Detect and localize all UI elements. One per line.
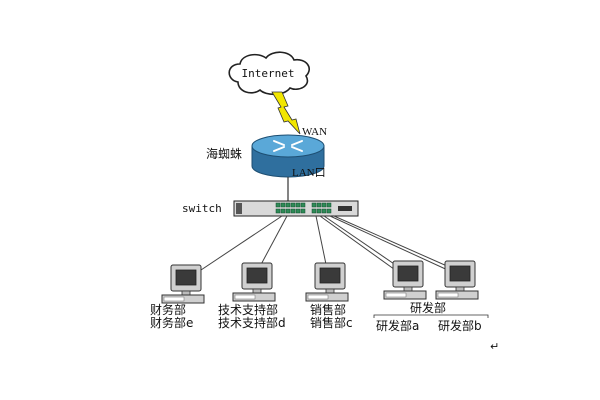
support-label-1: 技术支持部 bbox=[218, 302, 278, 317]
computer-support-icon bbox=[232, 262, 276, 302]
finance-label-1: 财务部 bbox=[150, 302, 186, 317]
lan-label: LAN口 bbox=[292, 167, 326, 179]
rd-group-bracket bbox=[373, 314, 489, 318]
router-name: 海蜘蛛 bbox=[206, 146, 242, 161]
switch-label: switch bbox=[182, 202, 222, 215]
link-rd-b bbox=[329, 215, 453, 273]
computer-rd-b-icon bbox=[435, 260, 479, 300]
internet-label: Internet bbox=[242, 67, 295, 80]
router-top bbox=[251, 134, 325, 158]
rd-a-label: 研发部a bbox=[376, 318, 419, 333]
sales-label-1: 销售部 bbox=[310, 302, 346, 317]
router: 海蜘蛛 bbox=[206, 134, 325, 178]
computer-sales-icon bbox=[305, 262, 349, 302]
support-label-2: 技术支持部d bbox=[218, 315, 286, 330]
router-arrows-icon bbox=[273, 140, 303, 152]
computer-finance-icon bbox=[161, 264, 205, 304]
switch: switch bbox=[182, 200, 359, 217]
switch-ports bbox=[275, 202, 332, 214]
cloud-shape bbox=[228, 51, 310, 96]
wan-label: WAN bbox=[302, 126, 327, 138]
rd-b-label: 研发部b bbox=[438, 318, 482, 333]
link-finance bbox=[191, 215, 283, 277]
internet-cloud: Internet bbox=[228, 51, 310, 96]
link-rd-a bbox=[319, 215, 399, 273]
switch-links bbox=[191, 215, 457, 277]
link-rd-b2 bbox=[333, 215, 457, 271]
rd-group-label: 研发部 bbox=[410, 300, 446, 315]
link-rd-a2 bbox=[323, 215, 404, 271]
finance-label-2: 财务部e bbox=[150, 315, 193, 330]
sales-label-2: 销售部c bbox=[310, 315, 353, 330]
lightning-icon bbox=[271, 91, 301, 135]
return-mark: ↵ bbox=[490, 340, 499, 353]
